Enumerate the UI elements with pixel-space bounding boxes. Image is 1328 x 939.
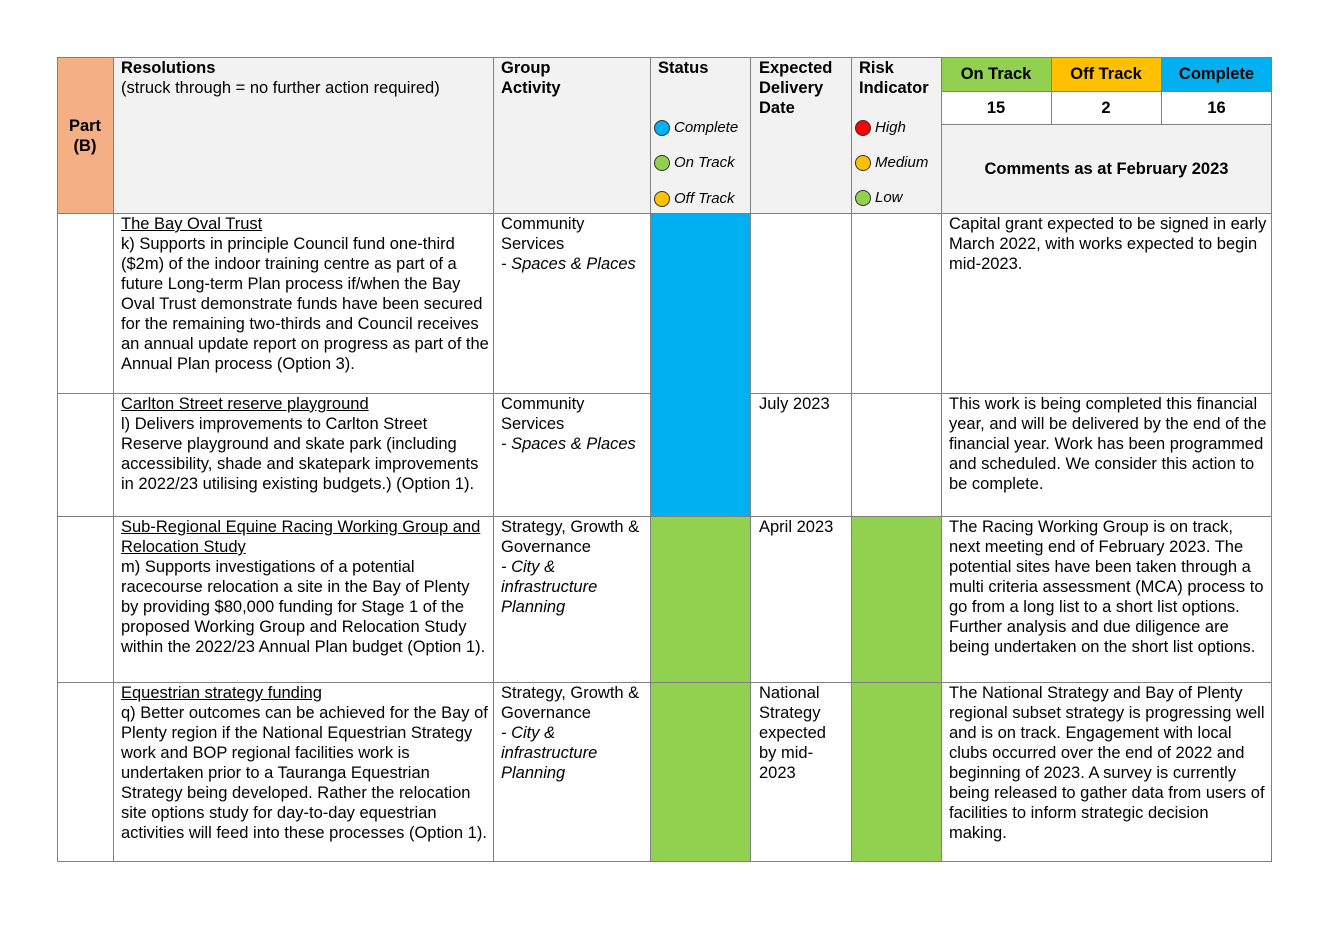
status-legend-on-track: On Track: [654, 154, 735, 172]
resolution-title: The Bay Oval Trust: [121, 215, 263, 233]
high-risk-dot-icon: [855, 120, 871, 136]
comments-header: Comments as at February 2023: [984, 160, 1229, 178]
summary-complete-count: 16: [1207, 99, 1226, 117]
grid-line: [1051, 57, 1052, 124]
grid-line: [57, 213, 1272, 214]
delivery-date-header: Expected Delivery Date: [759, 59, 833, 117]
part-label: Part (B): [68, 117, 102, 155]
resolution-title: Sub-Regional Equine Racing Working Group…: [121, 518, 481, 556]
summary-off-track-bg: [1051, 57, 1161, 91]
delivery-date: July 2023: [759, 395, 830, 413]
summary-on-track-label: On Track: [960, 65, 1032, 83]
complete-dot-icon: [654, 120, 670, 136]
grid-line: [1271, 57, 1272, 862]
on-track-dot-icon: [654, 155, 670, 171]
grid-line: [57, 516, 1272, 517]
grid-line: [941, 124, 1272, 125]
summary-on-track-bg: [941, 57, 1051, 91]
risk-header: Risk Indicator High Medium Low: [851, 58, 941, 213]
table-row: Sub-Regional Equine Racing Working Group…: [121, 517, 491, 657]
group-activity: Community Services - Spaces & Places: [501, 395, 636, 453]
low-risk-dot-icon: [855, 190, 871, 206]
resolution-body: k) Supports in principle Council fund on…: [121, 235, 489, 373]
grid-line: [57, 682, 1272, 683]
summary-complete-label: Complete: [1178, 65, 1255, 83]
grid-line: [493, 57, 494, 862]
comments-header-bg: [941, 124, 1272, 213]
resolution-title: Carlton Street reserve playground: [121, 395, 369, 413]
comment: This work is being completed this financ…: [949, 395, 1267, 493]
delivery-date: April 2023: [759, 518, 834, 536]
resolution-body: l) Delivers improvements to Carlton Stre…: [121, 415, 479, 493]
risk-legend-high: High: [855, 119, 906, 137]
group-activity-header: Group Activity: [501, 59, 561, 97]
resolutions-header: Resolutions (struck through = no further…: [121, 58, 491, 98]
grid-line: [57, 861, 1272, 862]
grid-line: [57, 57, 58, 862]
delivery-date: National Strategy expected by mid-2023: [759, 684, 826, 782]
resolutions-title: Resolutions: [121, 59, 216, 77]
status-legend-off-track: Off Track: [654, 190, 735, 208]
table-row: Equestrian strategy funding q) Better ou…: [121, 683, 491, 843]
status-title: Status: [658, 59, 709, 77]
risk-fill-low: [851, 516, 941, 862]
status-header: Status Complete On Track Off Track: [650, 58, 750, 213]
resolutions-table: Part (B) Resolutions (struck through = n…: [57, 57, 1272, 862]
group-activity: Strategy, Growth & Governance - City & i…: [501, 518, 640, 616]
status-legend-complete: Complete: [654, 119, 738, 137]
off-track-dot-icon: [654, 191, 670, 207]
grid-line: [113, 57, 114, 862]
status-fill-on-track: [650, 516, 750, 862]
table-row: The Bay Oval Trust k) Supports in princi…: [121, 214, 491, 374]
grid-line: [941, 91, 1272, 92]
grid-line: [57, 57, 1272, 58]
grid-line: [1161, 57, 1162, 124]
grid-line: [750, 57, 751, 862]
grid-line: [57, 393, 1272, 394]
comment: The National Strategy and Bay of Plenty …: [949, 684, 1265, 842]
resolution-body: q) Better outcomes can be achieved for t…: [121, 704, 488, 842]
group-activity: Strategy, Growth & Governance - City & i…: [501, 684, 640, 782]
grid-line: [851, 57, 852, 862]
group-activity: Community Services - Spaces & Places: [501, 215, 636, 273]
grid-line: [650, 57, 651, 862]
summary-off-track-count: 2: [1101, 99, 1111, 117]
part-header: [57, 57, 113, 213]
medium-risk-dot-icon: [855, 155, 871, 171]
summary-on-track-count: 15: [986, 99, 1006, 117]
resolutions-note: (struck through = no further action requ…: [121, 79, 440, 97]
header-background: [113, 57, 941, 213]
summary-complete-bg: [1161, 57, 1272, 91]
summary-off-track-label: Off Track: [1070, 65, 1142, 83]
resolution-title: Equestrian strategy funding: [121, 684, 322, 702]
risk-legend-medium: Medium: [855, 154, 928, 172]
table-row: Carlton Street reserve playground l) Del…: [121, 394, 491, 494]
risk-legend-low: Low: [855, 189, 903, 207]
comment: The Racing Working Group is on track, ne…: [949, 518, 1264, 656]
resolution-body: m) Supports investigations of a potentia…: [121, 558, 486, 656]
grid-line: [941, 57, 942, 862]
status-fill-complete: [650, 213, 750, 516]
comment: Capital grant expected to be signed in e…: [949, 215, 1267, 273]
